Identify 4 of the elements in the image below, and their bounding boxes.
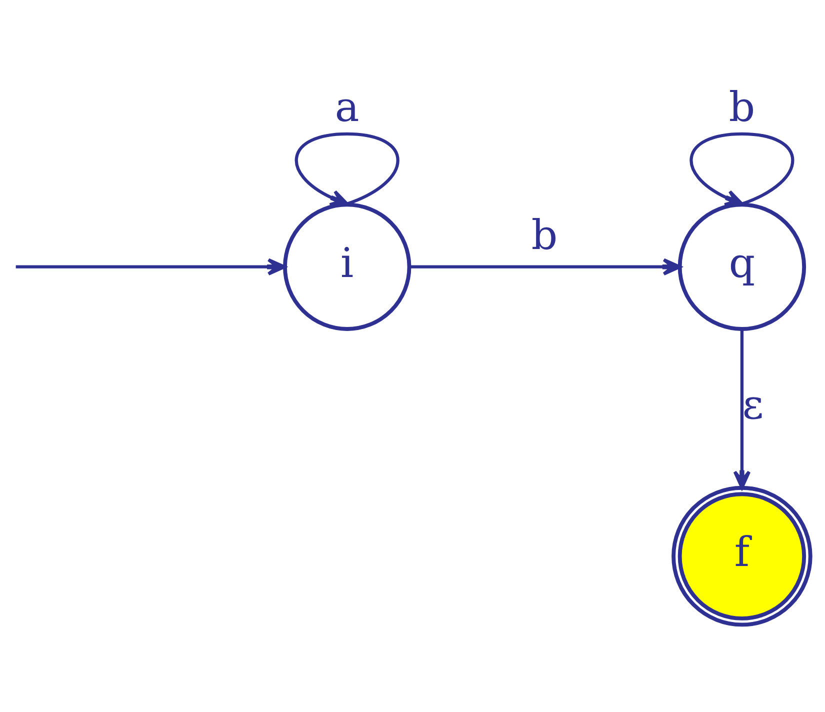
edge-label: ε [742, 380, 764, 428]
edge-label: a [334, 82, 360, 131]
edge-label: b [531, 210, 558, 259]
edge-label: b [728, 82, 756, 131]
